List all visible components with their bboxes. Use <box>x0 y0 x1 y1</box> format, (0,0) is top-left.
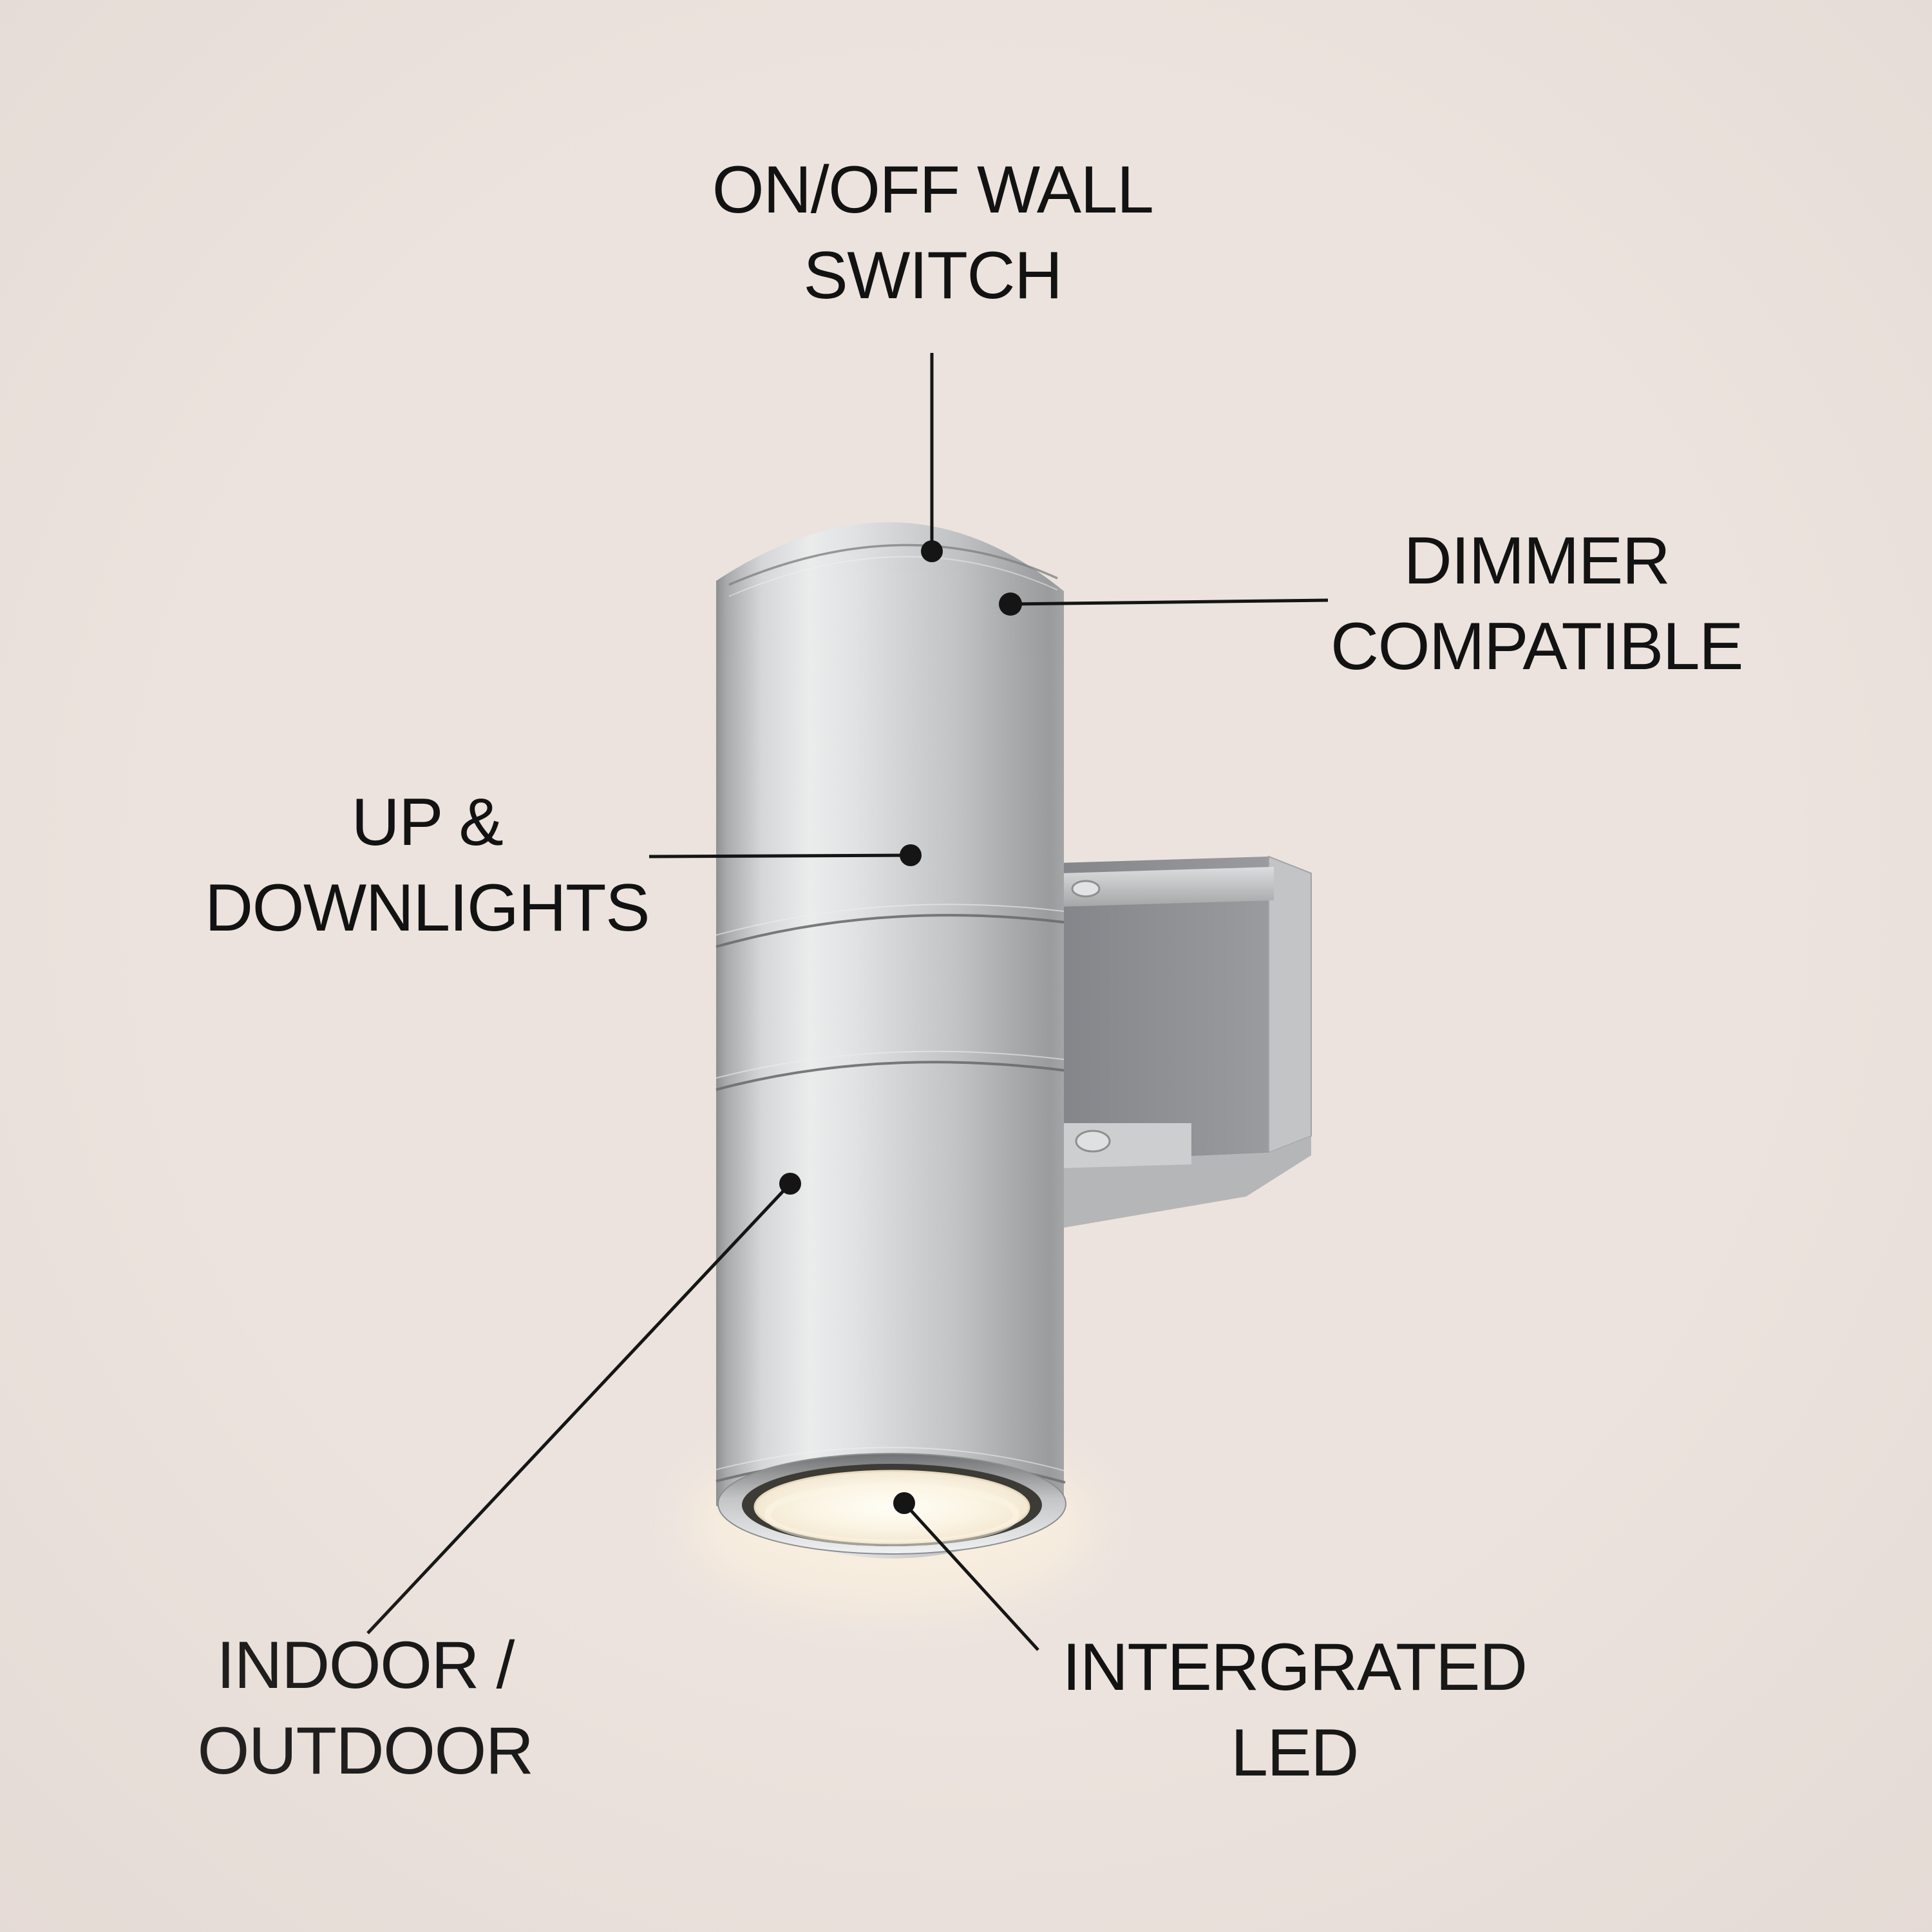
callout-label-dimmer-compatible: DIMMER COMPATIBLE <box>1331 518 1743 690</box>
callout-label-line: LED <box>1231 1716 1359 1790</box>
callout-label-line: OUTDOOR <box>197 1714 534 1788</box>
callout-dot-indoor <box>779 1173 801 1195</box>
upper-groove <box>715 914 1065 948</box>
downlight-face <box>717 1453 1066 1555</box>
bracket-plate-right-bevel <box>1268 855 1312 1154</box>
callout-label-line: UP & <box>351 785 504 860</box>
leader-line-indoor <box>366 1182 791 1634</box>
callout-dot-led <box>893 1492 915 1514</box>
leader-line-led <box>903 1502 1039 1651</box>
callout-label-line: SWITCH <box>803 238 1063 313</box>
callout-leaders <box>366 353 1329 1651</box>
callout-label-line: ON/OFF WALL <box>712 153 1154 227</box>
top-cap-seam-highlight <box>728 556 1058 597</box>
cylinder-body <box>715 522 1066 1559</box>
callout-label-line: INDOOR / <box>216 1628 515 1703</box>
bracket-plate-face <box>1057 857 1269 1162</box>
callout-label-line: COMPATIBLE <box>1331 609 1743 684</box>
lower-groove <box>715 1061 1065 1091</box>
leader-line-updown <box>649 853 911 858</box>
bracket-screw-bottom <box>1075 1130 1111 1153</box>
callout-label-up-downlights: UP & DOWNLIGHTS <box>205 780 650 951</box>
top-cap-seam <box>728 544 1058 586</box>
callout-label-line: DIMMER <box>1403 524 1671 598</box>
callout-label-indoor-outdoor: INDOOR / OUTDOOR <box>197 1623 534 1794</box>
callout-label-line: INTERGRATED <box>1062 1630 1528 1705</box>
callout-label-intergrated-led: INTERGRATED LED <box>1062 1625 1528 1796</box>
bracket-screw-top <box>1071 880 1101 898</box>
callout-label-onoff-wall-switch: ON/OFF WALL SWITCH <box>712 147 1154 319</box>
upper-groove-highlight <box>715 904 1065 936</box>
callout-dot-onoff <box>921 540 943 562</box>
callout-dot-updown <box>900 844 922 866</box>
wall-mount-bracket <box>1057 855 1312 1229</box>
callout-label-line: DOWNLIGHTS <box>205 871 650 945</box>
metal-texture <box>716 522 1064 1559</box>
lens-front-sheen <box>764 1483 1019 1546</box>
bracket-arm-top <box>1061 867 1274 907</box>
callout-dot-dimmer <box>999 592 1022 616</box>
leader-line-dimmer <box>1010 598 1329 606</box>
lower-groove-highlight <box>715 1050 1065 1079</box>
bottom-cap-seam-highlight <box>715 1446 1066 1472</box>
